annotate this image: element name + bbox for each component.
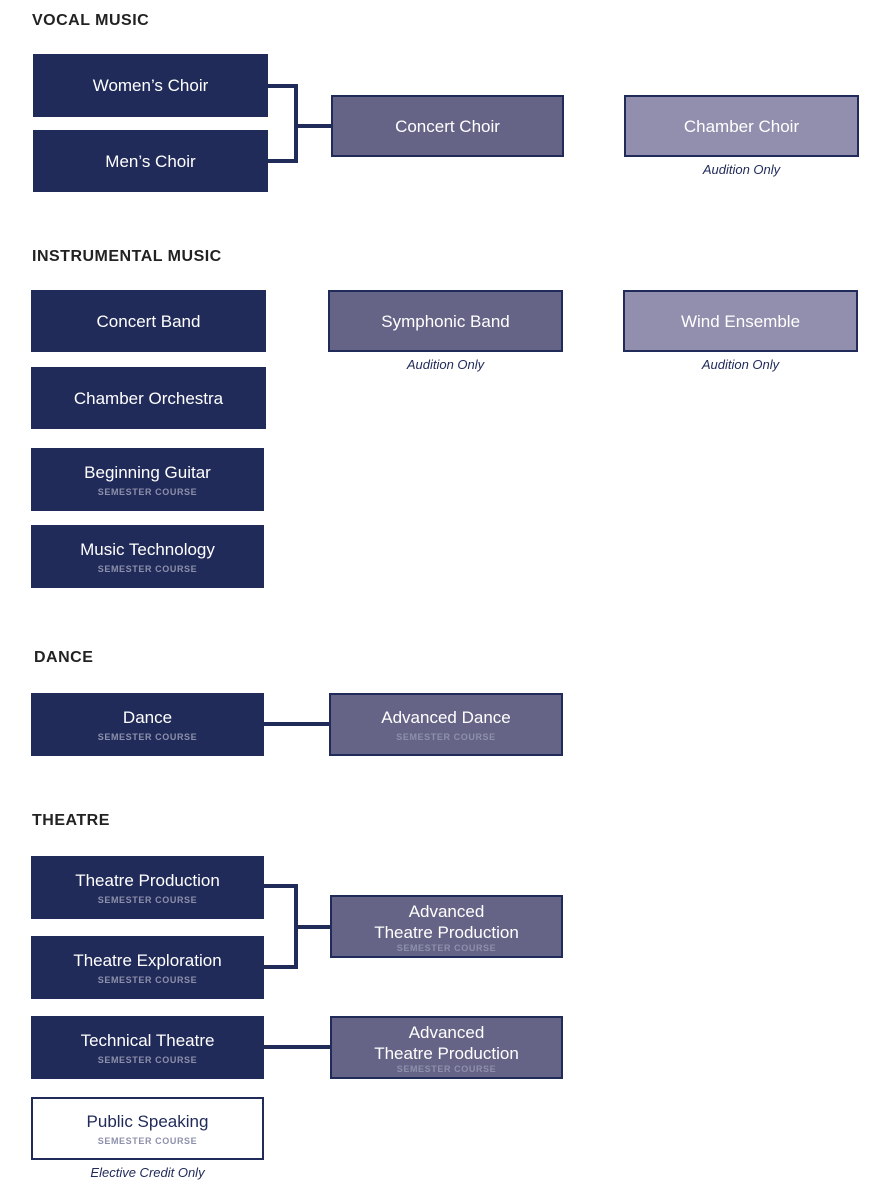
course-chamber-choir: Chamber Choir: [624, 95, 859, 157]
course-dance: Dance SEMESTER COURSE: [31, 693, 264, 756]
section-title-vocal: VOCAL MUSIC: [32, 12, 150, 29]
course-advanced-theatre-production-2: Advanced Theatre Production SEMESTER COU…: [330, 1016, 563, 1079]
course-title-line1: Advanced: [408, 901, 485, 921]
section-title-dance: DANCE: [34, 649, 94, 666]
course-advanced-dance: Advanced Dance SEMESTER COURSE: [329, 693, 563, 756]
note-audition-only-symphonic-band: Audition Only: [406, 357, 485, 372]
semester-course-label: SEMESTER COURSE: [97, 895, 198, 905]
semester-course-label: SEMESTER COURSE: [97, 1055, 198, 1065]
course-title-line1: Advanced: [408, 1022, 485, 1042]
semester-course-label: SEMESTER COURSE: [97, 1136, 198, 1146]
semester-course-label: SEMESTER COURSE: [97, 564, 198, 574]
course-title: Women’s Choir: [92, 76, 209, 95]
course-title: Concert Band: [96, 311, 201, 331]
course-public-speaking: Public Speaking SEMESTER COURSE: [31, 1097, 264, 1160]
course-title: Music Technology: [80, 540, 215, 559]
semester-course-label: SEMESTER COURSE: [396, 732, 496, 742]
course-title: Chamber Orchestra: [73, 388, 224, 408]
course-title: Chamber Choir: [683, 116, 800, 136]
semester-course-label: SEMESTER COURSE: [396, 942, 497, 953]
course-title: Advanced Dance: [381, 708, 511, 727]
course-title: Public Speaking: [86, 1112, 209, 1131]
semester-course-label: SEMESTER COURSE: [97, 732, 198, 742]
course-chamber-orchestra: Chamber Orchestra: [31, 367, 266, 429]
course-beginning-guitar: Beginning Guitar SEMESTER COURSE: [31, 448, 264, 511]
course-concert-choir: Concert Choir: [331, 95, 564, 157]
course-womens-choir: Women’s Choir: [33, 54, 268, 117]
course-technical-theatre: Technical Theatre SEMESTER COURSE: [31, 1016, 264, 1079]
note-audition-only-chamber-choir: Audition Only: [702, 162, 781, 177]
course-theatre-production: Theatre Production SEMESTER COURSE: [31, 856, 264, 919]
course-title: Concert Choir: [395, 116, 500, 136]
semester-course-label: SEMESTER COURSE: [396, 1063, 497, 1074]
semester-course-label: SEMESTER COURSE: [97, 975, 198, 985]
connector-theatre: [264, 884, 330, 969]
course-title: Dance: [122, 708, 173, 727]
course-title: Symphonic Band: [381, 311, 510, 331]
section-title-instrumental: INSTRUMENTAL MUSIC: [32, 248, 222, 265]
semester-course-label: SEMESTER COURSE: [97, 487, 198, 497]
course-symphonic-band: Symphonic Band: [328, 290, 563, 352]
section-title-theatre: THEATRE: [32, 812, 110, 829]
course-title: Wind Ensemble: [680, 311, 801, 331]
connector-vocal: [268, 84, 332, 163]
course-title-line2: Theatre Production: [374, 1043, 519, 1063]
course-wind-ensemble: Wind Ensemble: [623, 290, 858, 352]
course-title: Beginning Guitar: [84, 463, 211, 482]
course-title: Men’s Choir: [105, 151, 196, 171]
course-title: Technical Theatre: [80, 1031, 215, 1050]
course-title-line2: Theatre Production: [374, 922, 519, 942]
note-audition-only-wind-ensemble: Audition Only: [701, 357, 780, 372]
course-concert-band: Concert Band: [31, 290, 266, 352]
course-advanced-theatre-production-1: Advanced Theatre Production SEMESTER COU…: [330, 895, 563, 958]
course-title: Theatre Exploration: [73, 951, 222, 970]
course-music-technology: Music Technology SEMESTER COURSE: [31, 525, 264, 588]
course-mens-choir: Men’s Choir: [33, 130, 268, 192]
course-title: Theatre Production: [75, 871, 220, 890]
note-elective-credit-only: Elective Credit Only: [90, 1165, 205, 1180]
course-theatre-exploration: Theatre Exploration SEMESTER COURSE: [31, 936, 264, 999]
